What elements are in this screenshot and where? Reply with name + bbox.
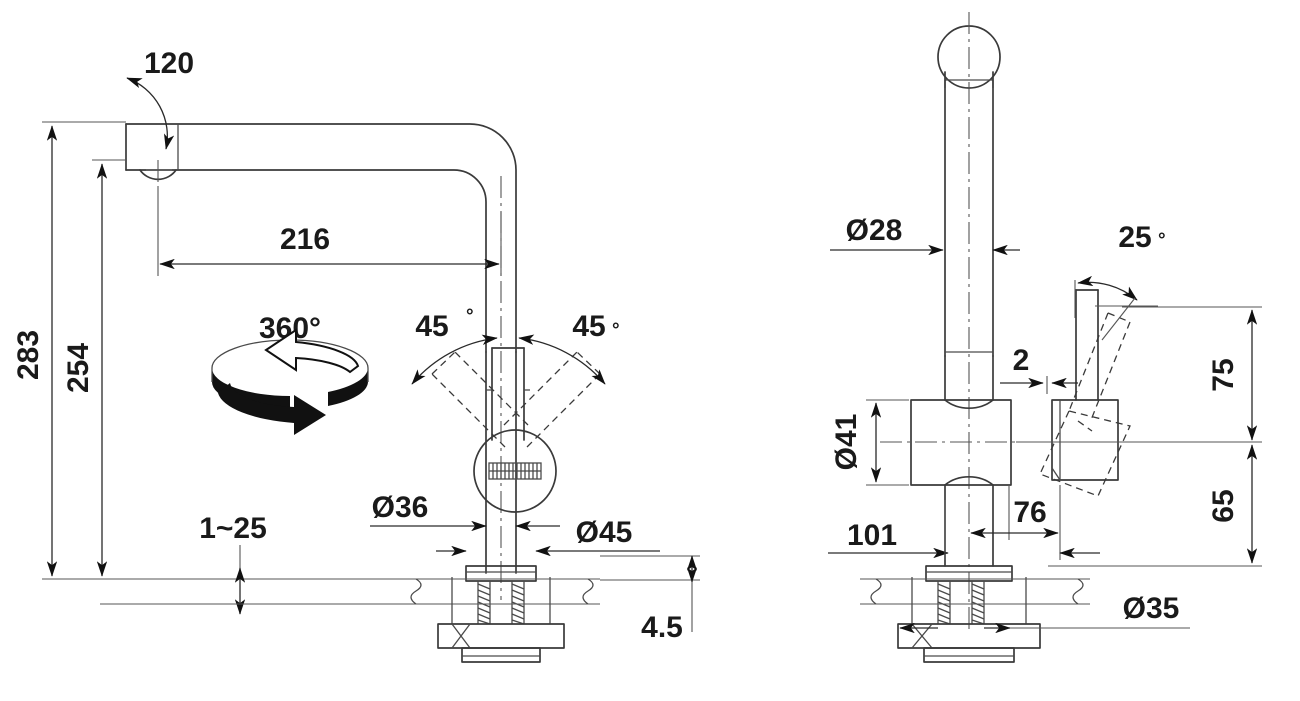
dim-75-65: 75 65 — [1016, 306, 1262, 567]
handle-tilted-position — [1039, 312, 1131, 497]
dim-1-25-label: 1~25 — [199, 512, 267, 545]
dim-28: Ø28 — [830, 214, 1020, 256]
dim-4-5: 4.5 — [600, 555, 700, 644]
dim-101-label: 101 — [847, 519, 897, 552]
dim-45-dia-label: Ø45 — [576, 516, 633, 549]
dim-120-label: 120 — [144, 47, 194, 80]
dim-28-label: Ø28 — [846, 214, 903, 247]
dim-254-label: 254 — [62, 343, 95, 393]
handle-right-position — [503, 351, 601, 448]
dim-35: Ø35 — [899, 592, 1190, 634]
dim-45-dia: Ø45 — [436, 516, 660, 557]
dim-45-left-deg: ° — [466, 306, 474, 327]
dim-76-label: 76 — [1013, 496, 1046, 529]
dim-25-deg-symbol: ° — [1158, 230, 1166, 251]
dim-1-25: 1~25 — [160, 512, 300, 615]
dim-35-label: Ø35 — [1123, 592, 1180, 625]
dim-101: 101 — [828, 485, 1100, 560]
dim-283-label: 283 — [12, 330, 45, 380]
dim-120: 120 — [126, 47, 194, 150]
dim-45-right-deg: ° — [612, 320, 620, 341]
dim-2: 2 — [1000, 344, 1078, 394]
handle-left-position — [431, 351, 529, 448]
dim-4-5-label: 4.5 — [641, 611, 683, 644]
dim-45-left-label: 45 — [415, 310, 448, 343]
dim-45-right-label: 45 — [572, 310, 605, 343]
dim-65-label: 65 — [1207, 489, 1240, 522]
dim-216: 216 — [157, 186, 502, 276]
dim-254: 254 — [62, 159, 150, 580]
dim-36-label: Ø36 — [372, 491, 429, 524]
dim-45-angles: 45 ° 45 ° — [411, 306, 620, 385]
dim-41-label: Ø41 — [830, 414, 863, 471]
dim-41: Ø41 — [830, 399, 909, 486]
side-view-geometry — [860, 12, 1200, 663]
dim-36: Ø36 — [370, 491, 560, 532]
dim-2-label: 2 — [1013, 344, 1030, 377]
dim-25-deg-label: 25 — [1118, 221, 1151, 254]
dim-75-label: 75 — [1207, 358, 1240, 391]
rotation-360-symbol: 360° — [211, 312, 369, 435]
dim-216-label: 216 — [280, 223, 330, 256]
dim-76: 76 — [970, 485, 1059, 540]
dim-25-deg: 25 ° — [1074, 221, 1166, 341]
